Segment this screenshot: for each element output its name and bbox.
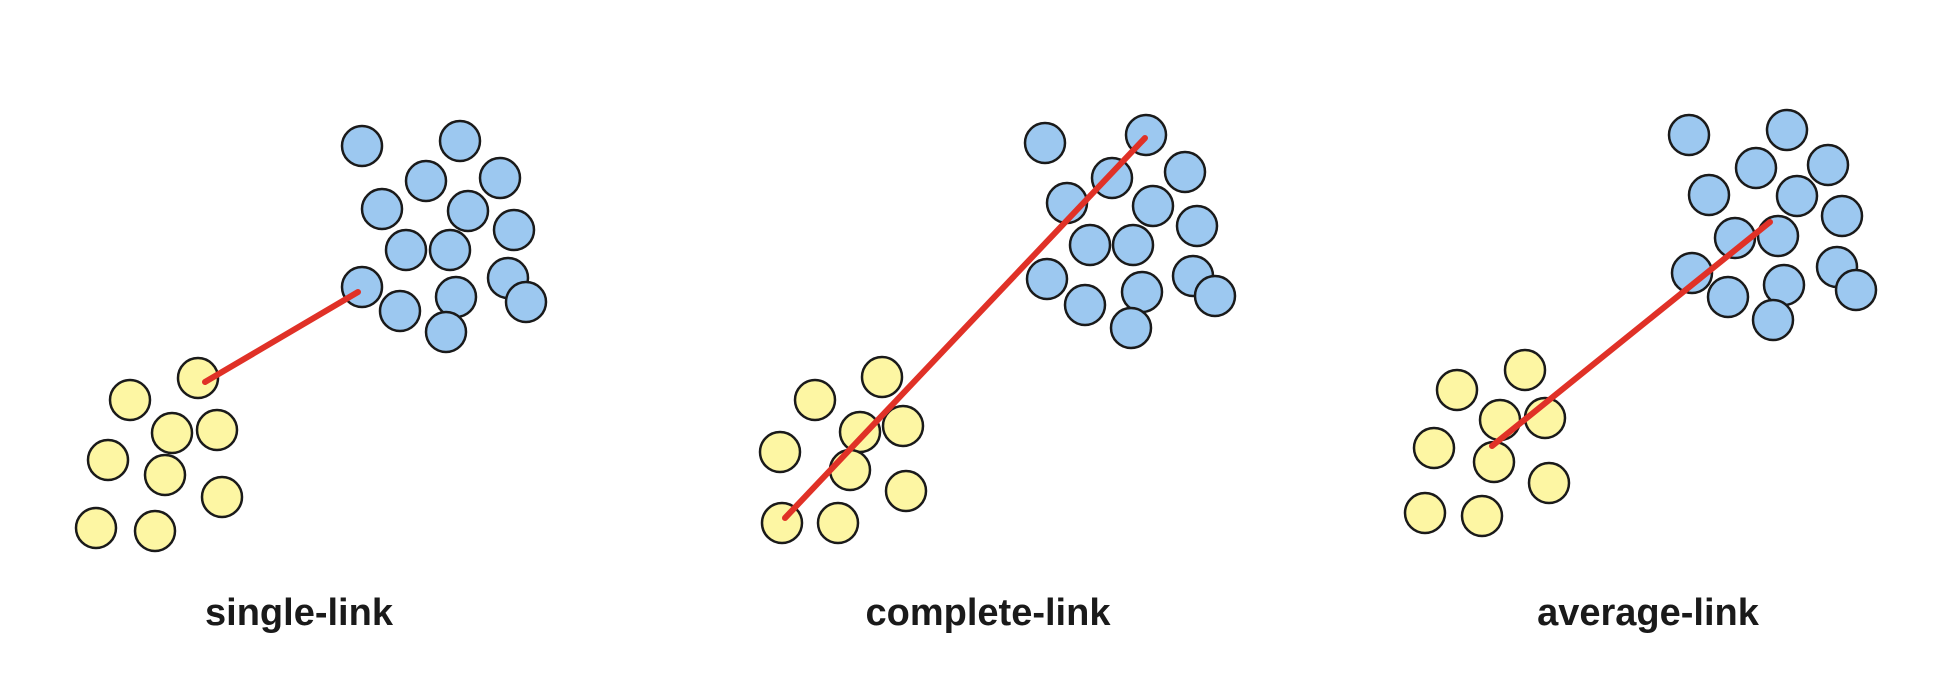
yellow-cluster-point (828, 448, 872, 492)
yellow-cluster-point (1527, 461, 1571, 505)
single-link-distance-line (202, 289, 361, 385)
blue-cluster-point (1751, 298, 1795, 342)
yellow-cluster-point (200, 475, 244, 519)
yellow-cluster-point (176, 356, 220, 400)
blue-cluster-point (504, 280, 548, 324)
blue-cluster-point (384, 228, 428, 272)
yellow-cluster-point (1403, 491, 1447, 535)
blue-cluster-point (492, 208, 536, 252)
complete-link-distance-line (782, 135, 1148, 521)
yellow-cluster-point (86, 438, 130, 482)
blue-cluster-point (1706, 275, 1750, 319)
blue-cluster-point (1090, 156, 1134, 200)
blue-cluster-point (1687, 173, 1731, 217)
blue-cluster-point (1120, 270, 1164, 314)
yellow-cluster-point (1412, 426, 1456, 470)
panel-average-link (1403, 108, 1878, 538)
blue-cluster-point (1756, 214, 1800, 258)
blue-cluster-point (434, 275, 478, 319)
yellow-cluster-point (881, 404, 925, 448)
blue-cluster-point (1068, 223, 1112, 267)
panel-single-link (74, 119, 548, 553)
blue-cluster-point (1175, 204, 1219, 248)
blue-cluster-point (1111, 223, 1155, 267)
blue-cluster-point (1063, 283, 1107, 327)
yellow-cluster-point (195, 408, 239, 452)
blue-cluster-point (1023, 121, 1067, 165)
yellow-cluster-point (1435, 368, 1479, 412)
yellow-cluster-point (884, 469, 928, 513)
blue-cluster-point (360, 187, 404, 231)
yellow-cluster-point (1503, 348, 1547, 392)
blue-cluster-point (438, 119, 482, 163)
blue-cluster-point (1670, 251, 1714, 295)
yellow-cluster-point (74, 506, 118, 550)
blue-cluster-point (1025, 257, 1069, 301)
blue-cluster-point (1820, 194, 1864, 238)
average-link-distance-line (1489, 219, 1773, 449)
yellow-cluster-point (816, 501, 860, 545)
blue-cluster-point (404, 159, 448, 203)
yellow-cluster-point (793, 378, 837, 422)
blue-cluster-point (378, 289, 422, 333)
blue-cluster-point (1163, 150, 1207, 194)
panel-label-complete-link: complete-link (865, 592, 1111, 634)
panel-complete-link (758, 113, 1237, 545)
yellow-cluster-point (133, 509, 177, 553)
yellow-cluster-point (838, 410, 882, 454)
yellow-cluster-point (1460, 494, 1504, 538)
blue-cluster-point (1109, 306, 1153, 350)
blue-cluster-point (1713, 216, 1757, 260)
blue-cluster-point (1131, 184, 1175, 228)
yellow-cluster-point (860, 355, 904, 399)
blue-cluster-point (1834, 268, 1878, 312)
blue-cluster-point (1193, 274, 1237, 318)
blue-cluster-point (446, 189, 490, 233)
blue-cluster-point (340, 124, 384, 168)
blue-cluster-point (1734, 146, 1778, 190)
yellow-cluster-point (1478, 398, 1522, 442)
blue-cluster-point (1765, 108, 1809, 152)
blue-cluster-point (1806, 143, 1850, 187)
blue-cluster-point (1667, 113, 1711, 157)
panel-label-average-link: average-link (1537, 592, 1759, 634)
yellow-cluster-point (758, 430, 802, 474)
blue-cluster-point (478, 156, 522, 200)
panel-label-single-link: single-link (205, 592, 393, 634)
blue-cluster-point (428, 228, 472, 272)
blue-cluster-point (424, 310, 468, 354)
yellow-cluster-point (108, 378, 152, 422)
blue-cluster-point (1775, 174, 1819, 218)
yellow-cluster-point (143, 453, 187, 497)
yellow-cluster-point (150, 411, 194, 455)
